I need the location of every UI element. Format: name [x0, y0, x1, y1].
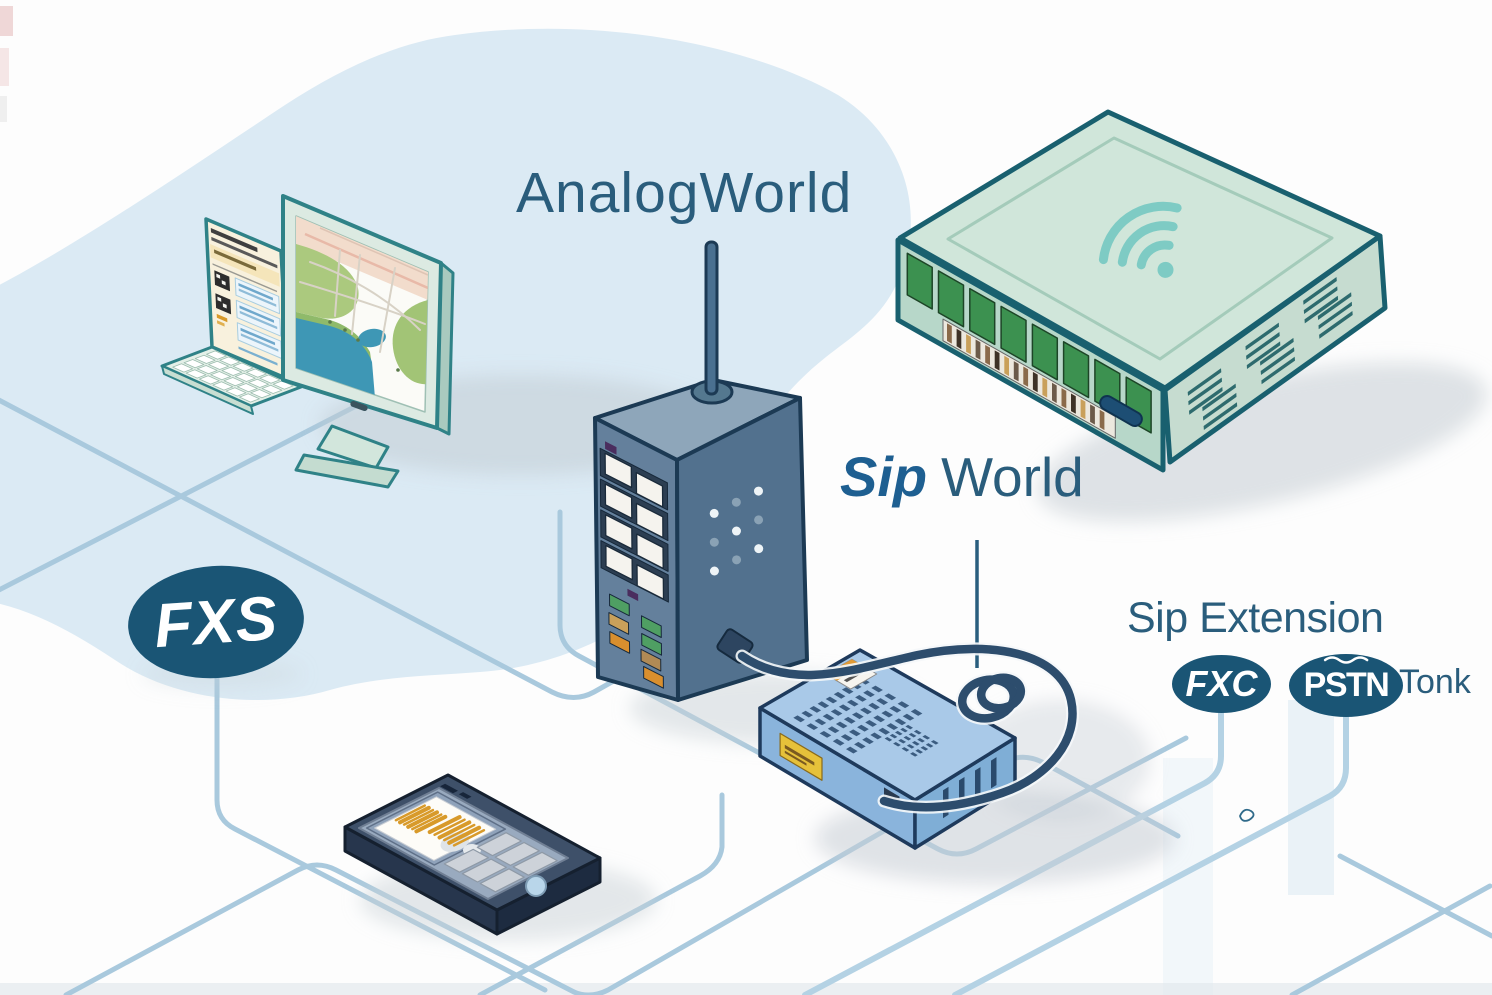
- world-text: World: [941, 446, 1084, 508]
- monitor-base: [294, 453, 400, 489]
- pstn-badge: PSTN: [1289, 654, 1403, 717]
- laptop-keyboard: [172, 350, 294, 403]
- sip-extension-label: Sip Extension: [1127, 594, 1384, 642]
- ata-adapter-box: [758, 648, 1017, 850]
- phone-home-button: [525, 875, 547, 897]
- tower-port-panel: [599, 441, 669, 689]
- phone-keys-and-display: [394, 783, 558, 893]
- desk-phone: [343, 773, 602, 936]
- antenna-icon: [704, 240, 719, 396]
- monitor: [281, 194, 455, 489]
- tower-led-grid: [709, 486, 764, 576]
- laptop-document: [210, 228, 283, 366]
- bottom-strip: [0, 983, 1492, 995]
- router-vents: [1187, 277, 1353, 430]
- analog-gateway-tower: [593, 240, 809, 702]
- router-button: [1099, 395, 1143, 427]
- wifi-icon: [1098, 201, 1182, 278]
- edge-artifact: [0, 48, 9, 86]
- tonk-label: Tonk: [1399, 663, 1471, 701]
- wifi-router: [895, 109, 1388, 473]
- phone-cable: [735, 642, 1079, 814]
- sip-bold-text: Sip: [840, 445, 928, 508]
- laptop: [160, 217, 303, 415]
- analog-world-label: AnalogWorld: [516, 161, 853, 225]
- fxc-badge: FXC: [1172, 655, 1271, 713]
- edge-artifact: [0, 6, 13, 36]
- ata-detail: [779, 658, 997, 819]
- squiggle-underline-icon: [1323, 656, 1369, 664]
- top-ridge: [946, 136, 1334, 361]
- monitor-logo-dot: [350, 400, 368, 412]
- pstn-text: PSTN: [1303, 666, 1390, 704]
- map-screen: [296, 216, 428, 410]
- trace-glyph: [1239, 808, 1255, 822]
- edge-artifact: [0, 96, 7, 122]
